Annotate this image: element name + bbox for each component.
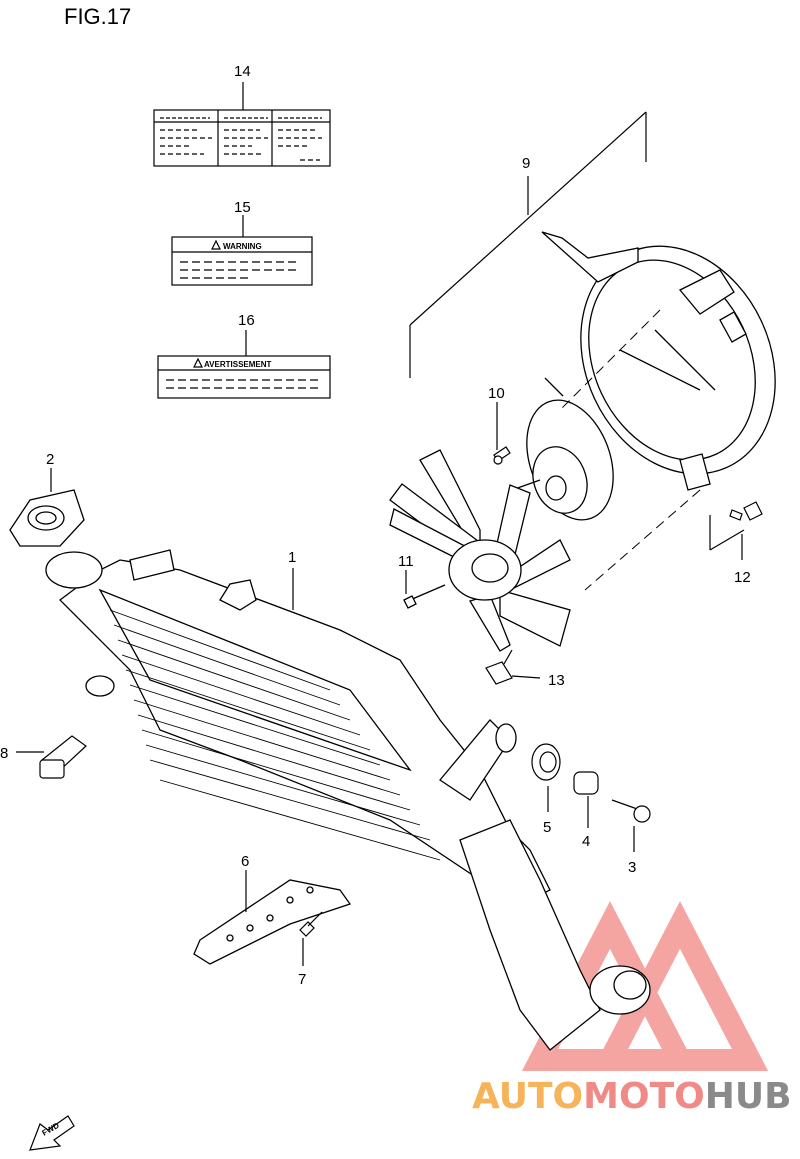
watermark-hub: HUB [705,1076,792,1117]
figure-title: FIG.17 [64,4,132,29]
part-3-bolt [611,799,651,823]
callout-3: 3 [628,859,636,876]
part-14-label [153,109,331,167]
callout-15: 15 [234,199,251,216]
callout-7: 7 [298,971,306,988]
callout-9: 9 [522,155,530,172]
watermark-text: AUTOMOTOHUB [472,1076,792,1117]
callout-1: 1 [288,549,296,566]
radiator-lower-duct [439,719,651,1051]
part-1-radiator [45,549,551,911]
callout-11: 11 [398,553,414,570]
avertissement-text: AVERTISSEMENT [204,360,272,369]
callout-10: 10 [488,385,505,402]
callout-13: 13 [548,672,565,689]
part-6-bracket [193,879,352,965]
part-11-fan-blade [389,449,571,652]
part-10-bolt [493,402,511,465]
part-16-avertissement-label [157,355,331,399]
callout-2: 2 [46,451,54,468]
part-5-grommet [531,743,561,781]
part-15-warning-label [171,236,313,286]
callout-4: 4 [582,833,590,850]
part-13-clip [485,649,541,685]
part-4-collar [573,771,599,795]
callout-12: 12 [734,569,751,586]
callout-8: 8 [0,745,8,762]
warning-text: WARNING [223,242,262,251]
part-12-bolt [709,501,763,560]
part-8-drain-plug [39,735,87,779]
watermark-auto: AUTO [472,1076,583,1117]
part-2-radiator-cap [9,489,85,547]
part-9-leader [409,111,647,378]
radiator-fins [109,609,441,861]
callout-5: 5 [543,819,551,836]
fan-motor [511,377,614,521]
callout-14: 14 [234,63,251,80]
callout-16: 16 [238,312,255,329]
assembly-lines [559,309,701,591]
part-9-fan-shroud [541,231,776,491]
callout-6: 6 [241,853,249,870]
part-7-bolt [299,911,323,937]
watermark-moto: MOTO [583,1076,705,1117]
fwd-arrow-icon [29,1115,75,1151]
